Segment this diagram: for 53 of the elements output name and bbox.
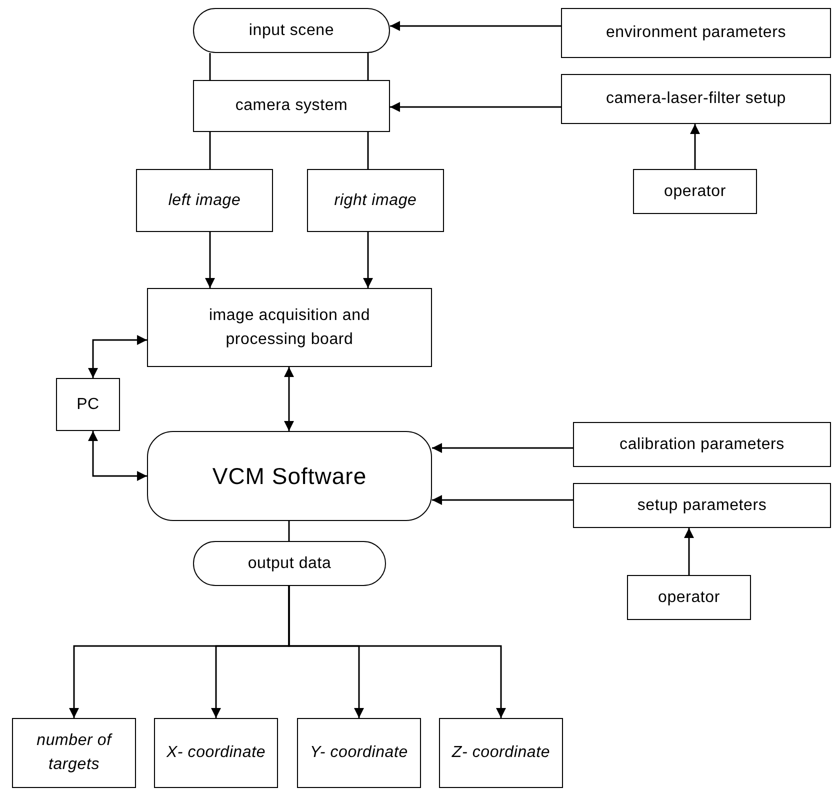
node-label: operator bbox=[663, 182, 727, 202]
arrow bbox=[432, 443, 573, 453]
arrow bbox=[205, 232, 215, 288]
arrow bbox=[432, 495, 573, 505]
node-label: right image bbox=[333, 190, 418, 210]
arrow bbox=[288, 586, 506, 718]
process-box bbox=[147, 431, 432, 521]
node-label: calibration parameters bbox=[618, 434, 786, 454]
connector-line bbox=[209, 132, 211, 169]
input-box bbox=[561, 74, 831, 124]
output-box bbox=[297, 718, 421, 788]
node-label: X- coordinate bbox=[165, 743, 267, 763]
arrow bbox=[684, 528, 694, 575]
terminal-box bbox=[193, 541, 386, 586]
node-label: Z- coordinate bbox=[450, 743, 552, 763]
node-label: input scene bbox=[248, 20, 336, 40]
connector-line bbox=[367, 53, 369, 80]
node-label: operator bbox=[657, 588, 721, 608]
output-box bbox=[154, 718, 278, 788]
data-box bbox=[136, 169, 273, 232]
node-label: camera-laser-filter setup bbox=[605, 89, 787, 109]
connector-line bbox=[209, 53, 211, 80]
process-box bbox=[147, 288, 432, 367]
node-label: PC bbox=[76, 394, 100, 414]
output-box bbox=[439, 718, 563, 788]
input-box bbox=[627, 575, 751, 620]
input-box bbox=[573, 422, 831, 467]
input-box bbox=[561, 8, 831, 58]
node-label: Y- coordinate bbox=[309, 743, 409, 763]
arrow bbox=[88, 431, 147, 481]
node-label: left image bbox=[167, 190, 242, 210]
arrow bbox=[284, 367, 294, 431]
node-label: image acquisition and processing board bbox=[208, 306, 372, 350]
connector-line bbox=[288, 521, 290, 541]
process-box bbox=[193, 80, 390, 132]
node-label: environment parameters bbox=[604, 23, 787, 43]
node-label: output data bbox=[246, 554, 332, 574]
process-box bbox=[56, 378, 120, 431]
data-box bbox=[307, 169, 444, 232]
arrow bbox=[690, 124, 700, 169]
node-label: number of targets bbox=[36, 731, 114, 775]
terminal-box bbox=[193, 8, 390, 53]
arrow bbox=[88, 335, 147, 378]
arrow bbox=[390, 21, 561, 31]
arrow bbox=[390, 102, 561, 112]
node-label: camera system bbox=[234, 96, 349, 116]
node-label: setup parameters bbox=[636, 496, 768, 516]
connector-line bbox=[367, 132, 369, 169]
input-box bbox=[573, 483, 831, 528]
arrow bbox=[363, 232, 373, 288]
output-box bbox=[12, 718, 136, 788]
node-label: VCM Software bbox=[211, 462, 368, 491]
input-box bbox=[633, 169, 757, 214]
